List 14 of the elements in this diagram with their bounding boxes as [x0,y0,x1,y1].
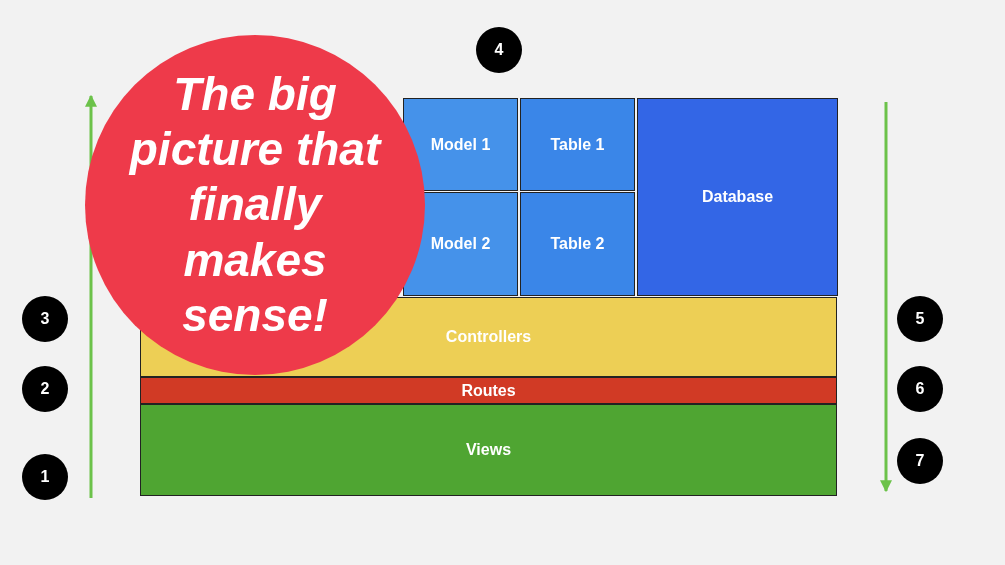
views-layer: Views [140,404,837,496]
database-box: Database [637,98,838,296]
model-box: Model 1 [403,98,518,191]
routes-layer: Routes [140,377,837,404]
callout-number: 6 [897,366,943,412]
table-box: Table 2 [520,192,635,296]
sticker-badge: The big picture that finally makes sense! [85,35,425,375]
callout-number: 1 [22,454,68,500]
table-box: Table 1 [520,98,635,191]
callout-number: 2 [22,366,68,412]
callout-number: 3 [22,296,68,342]
callout-number: 4 [476,27,522,73]
callout-number: 7 [897,438,943,484]
callout-number: 5 [897,296,943,342]
